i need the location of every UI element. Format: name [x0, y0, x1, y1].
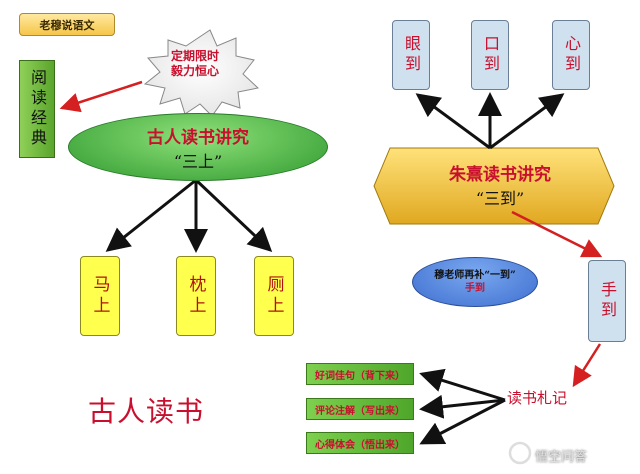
zhuxi-hexagon: [373, 147, 615, 225]
mu-extra-line-2: 手到: [465, 283, 485, 294]
arrow-to-xindao: [489, 93, 565, 150]
arrow-to-hand: [511, 210, 603, 258]
starburst-shape: [143, 29, 260, 117]
note-item-2: 评论注解（写出来）: [306, 398, 414, 420]
zhuxi-text: 朱熹读书讲究 “三到”: [390, 160, 610, 209]
starburst-text: 定期限时 毅力恒心: [150, 49, 240, 79]
ancient-subtitle: “三上”: [173, 151, 223, 171]
mu-extra-ellipse: 穆老师再补“一到” 手到: [412, 257, 538, 307]
hand-box: 手到: [588, 260, 626, 342]
watermark-logo-icon: [508, 441, 532, 465]
yandao-box: 眼到: [392, 20, 430, 90]
starburst-line-1: 定期限时: [170, 49, 219, 63]
arrow-to-mashang: [105, 178, 197, 252]
arrow-to-yandao: [415, 93, 491, 150]
zhenshang-box: 枕上: [176, 256, 216, 336]
koudao-box: 口到: [471, 20, 509, 90]
zhuxi-subtitle: “三到”: [475, 189, 525, 208]
notes-title: 读书札记: [507, 389, 568, 407]
mashang-box: 马上: [80, 256, 120, 336]
big-title: 古人读书: [88, 395, 205, 428]
xindao-box: 心到: [552, 20, 590, 90]
author-tag: 老穆说语文: [19, 13, 115, 36]
zhuxi-title: 朱熹读书讲究: [449, 165, 551, 185]
arrow-to-read-classics: [59, 80, 143, 113]
ancient-reading-ellipse: 古人读书讲究 “三上”: [68, 113, 328, 181]
watermark-text: 悟空问答: [535, 450, 588, 465]
arrow-to-note-1: [419, 368, 506, 402]
arrow-to-note-2: [419, 394, 506, 419]
arrow-to-ceshang: [194, 178, 273, 253]
note-item-1: 好词佳句（背下来）: [306, 363, 414, 385]
read-classics-box: 阅读经典: [19, 60, 55, 158]
arrow-to-notes: [572, 343, 602, 388]
arrow-to-note-3: [419, 398, 506, 445]
starburst-line-2: 毅力恒心: [170, 64, 219, 78]
note-item-3: 心得体会（悟出来）: [306, 432, 414, 454]
mu-extra-line-1: 穆老师再补“一到”: [434, 270, 516, 281]
ceshang-box: 厕上: [254, 256, 294, 336]
ancient-title: 古人读书讲究: [147, 127, 249, 148]
